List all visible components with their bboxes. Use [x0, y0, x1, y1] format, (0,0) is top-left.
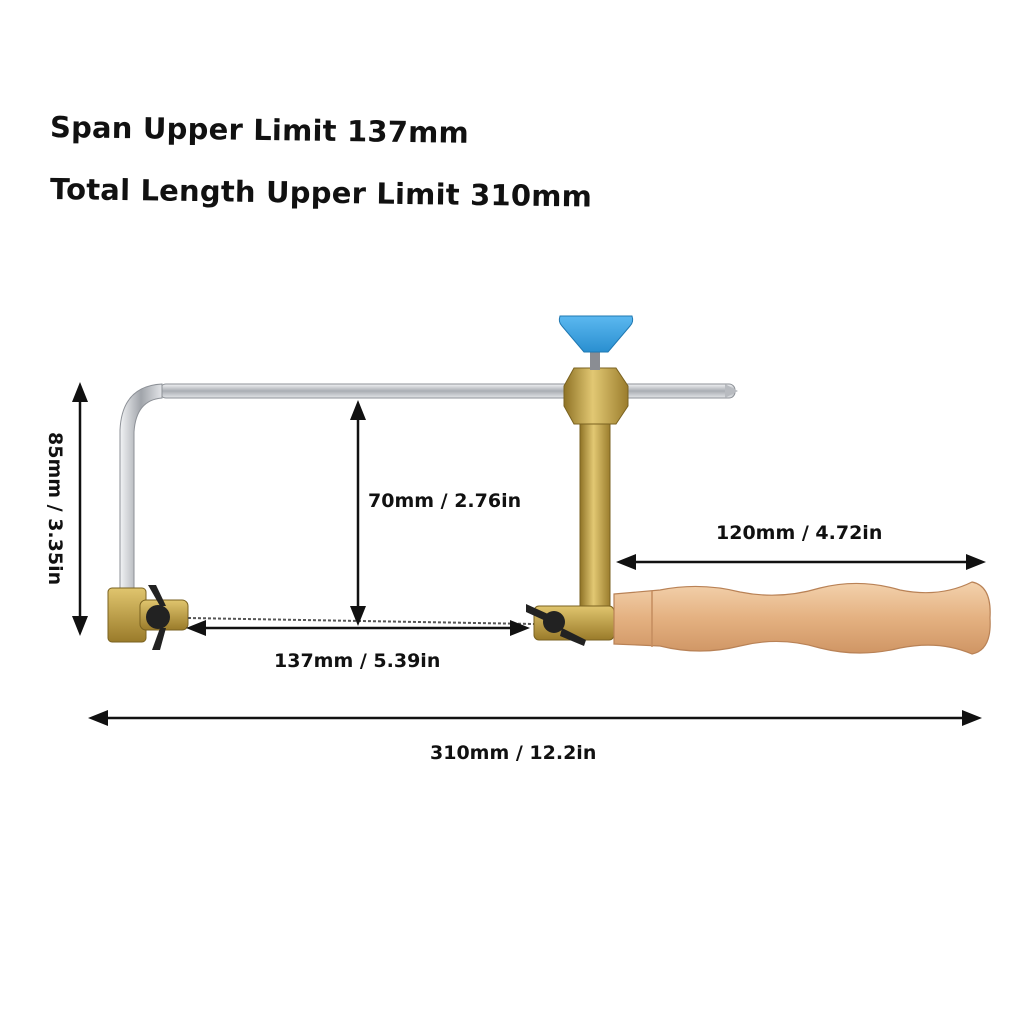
saw-frame — [119, 383, 738, 591]
left-wing-nut — [146, 605, 170, 629]
right-blade-clamp — [526, 604, 615, 646]
dimension-label-total-length: 310mm / 12.2in — [430, 742, 597, 764]
dimension-label-span: 137mm / 5.39in — [274, 650, 441, 672]
tension-post — [563, 348, 629, 611]
dimension-arrows — [72, 382, 986, 726]
wooden-handle — [613, 581, 991, 655]
dimension-label-handle-length: 120mm / 4.72in — [716, 522, 883, 544]
left-blade-clamp — [107, 585, 189, 650]
right-wing-nut — [543, 611, 565, 633]
dimension-label-height-inner: 70mm / 2.76in — [368, 490, 522, 512]
dimension-label-height-outer: 85mm / 3.35in — [44, 432, 66, 586]
saw-blade — [187, 617, 535, 625]
tension-knob — [558, 315, 634, 353]
